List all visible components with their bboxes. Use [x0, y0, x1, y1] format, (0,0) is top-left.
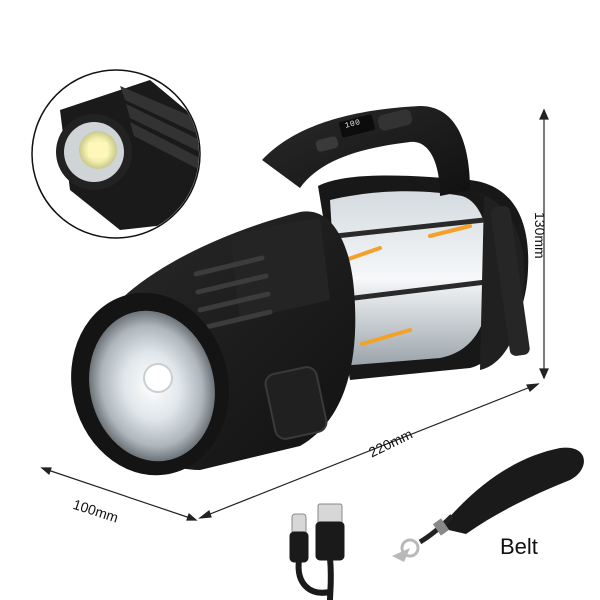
usb-cable [289, 503, 345, 600]
height-label: 130mm [532, 212, 548, 259]
handle [262, 106, 470, 196]
main-lens [71, 292, 229, 476]
inset-detail-circle [31, 69, 201, 239]
dimension-lines [40, 108, 549, 521]
width-dimension-line [41, 467, 197, 521]
lantern-section [318, 175, 530, 380]
shoulder-belt [392, 447, 584, 562]
belt-label: Belt [500, 534, 538, 559]
length-dimension-line [199, 383, 539, 519]
